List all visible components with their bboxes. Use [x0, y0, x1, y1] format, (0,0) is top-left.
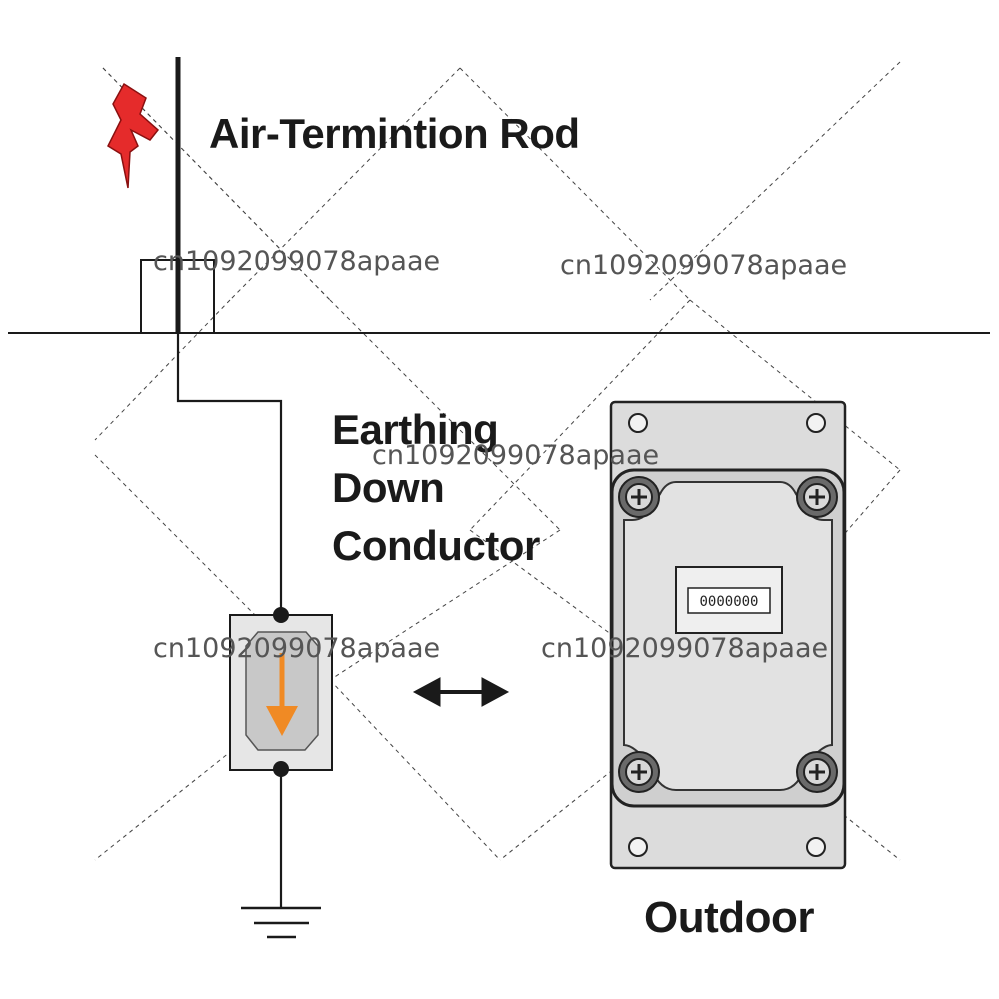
watermark-text: cn1092099078apaae: [560, 250, 848, 281]
surge-flow-arrow-icon: [266, 706, 298, 736]
earthing-down-conductor-label-line1: Earthing: [332, 406, 499, 453]
enclosure-screw-icon: [618, 751, 660, 793]
ground-symbol-icon: [241, 906, 321, 939]
watermark-text: cn1092099078apaae: [372, 440, 660, 471]
terminal-top: [273, 607, 289, 623]
watermark-text: cn1092099078apaae: [153, 246, 441, 277]
enclosure-screw-icon: [618, 476, 660, 518]
earthing-down-conductor-label-line3: Conductor: [332, 522, 540, 569]
outdoor-label: Outdoor: [644, 893, 815, 942]
earthing-down-conductor-label-line2: Down: [332, 464, 445, 511]
double-arrow-icon: [412, 677, 510, 707]
inline-counter-box: [229, 607, 333, 777]
counter-digits: 0000000: [699, 594, 758, 610]
watermark-text: cn1092099078apaae: [153, 633, 441, 664]
air-termination-rod-label: Air-Termintion Rod: [209, 110, 580, 157]
outdoor-counter-device: 0000000: [609, 400, 847, 870]
enclosure-screw-icon: [796, 476, 838, 518]
terminal-bottom: [273, 761, 289, 777]
down-conductor-wire: [175, 57, 283, 908]
lightning-bolt-icon: [107, 82, 160, 189]
enclosure-screw-icon: [796, 751, 838, 793]
watermark-text: cn1092099078apaae: [541, 633, 829, 664]
